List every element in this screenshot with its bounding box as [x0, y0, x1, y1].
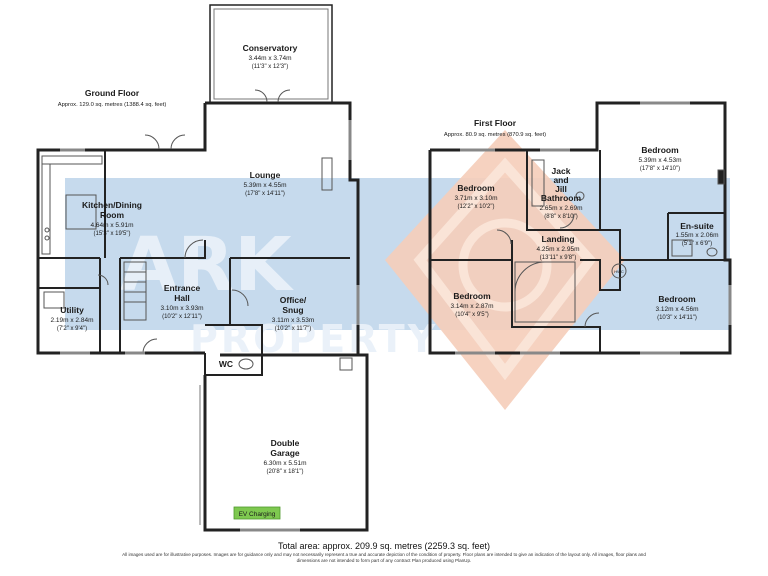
first-floor-fixtures — [496, 159, 725, 328]
room-name-landing: Landing — [541, 234, 574, 244]
room-name-utility: Utility — [60, 305, 84, 315]
ev-charging-label: EV Charging — [239, 511, 276, 518]
room-name-office-2: Snug — [282, 305, 303, 315]
room-metric-entrance: 3.10m x 3.93m — [161, 305, 204, 312]
watermark-diamond-logo — [385, 130, 625, 410]
room-metric-bedroom-nw: 3.71m x 3.10m — [455, 195, 498, 202]
room-name-garage-2: Garage — [270, 448, 300, 458]
ground-floor-area: Approx. 129.0 sq. metres (1388.4 sq. fee… — [58, 102, 167, 108]
room-metric-landing: 4.25m x 2.95m — [537, 246, 580, 253]
room-metric-bedroom-sw: 3.14m x 2.87m — [451, 303, 494, 310]
room-name-bathroom-4: Bathroom — [541, 193, 582, 203]
room-name-conservatory: Conservatory — [243, 43, 298, 53]
room-imperial-office: (10'2" x 11'7") — [275, 326, 311, 332]
room-imperial-entrance: (10'2" x 12'11") — [162, 314, 202, 320]
room-imperial-bathroom: (8'8" x 8'10") — [544, 214, 578, 220]
first-floor-area: Approx. 80.9 sq. metres (870.9 sq. feet) — [444, 132, 546, 138]
first-floor-windows — [455, 101, 732, 355]
ground-floor-walls — [36, 4, 369, 532]
room-name-bedroom-nw: Bedroom — [457, 183, 495, 193]
room-metric-kitchen: 4.64m x 5.91m — [91, 222, 134, 229]
first-floor-title: First Floor — [474, 118, 517, 128]
room-imperial-bedroom-ne: (17'8" x 14'10") — [640, 166, 680, 172]
room-imperial-bedroom-nw: (12'2" x 10'2") — [458, 204, 495, 210]
room-name-bathroom-1: Jack — [552, 166, 571, 176]
room-metric-garage: 6.30m x 5.51m — [264, 460, 307, 467]
room-imperial-ensuite: (5'1" x 6'9") — [682, 241, 712, 247]
room-metric-bedroom-se: 3.12m x 4.56m — [656, 306, 699, 313]
room-name-wc: WC — [219, 359, 233, 369]
room-name-lounge: Lounge — [250, 170, 281, 180]
room-metric-lounge: 5.39m x 4.55m — [244, 182, 287, 189]
room-name-bedroom-se: Bedroom — [658, 294, 696, 304]
ground-floor-windows — [60, 120, 360, 532]
room-imperial-conservatory: (11'3" x 12'3") — [252, 64, 288, 70]
room-metric-conservatory: 3.44m x 3.74m — [249, 55, 292, 62]
room-metric-bathroom: 2.65m x 2.69m — [540, 205, 583, 212]
room-imperial-garage: (20'8" x 18'1") — [267, 469, 304, 475]
room-name-bathroom-3: Jill — [555, 184, 567, 194]
room-name-entrance-2: Hall — [174, 293, 190, 303]
disclaimer: All images used are for illustrative pur… — [122, 552, 646, 563]
room-name-ensuite: En-suite — [680, 221, 714, 231]
room-name-kitchen-2: Room — [100, 210, 125, 220]
room-metric-bedroom-ne: 5.39m x 4.53m — [639, 157, 682, 164]
room-metric-utility: 2.19m x 2.84m — [51, 317, 94, 324]
room-imperial-bedroom-sw: (10'4" x 9'5") — [455, 312, 489, 318]
room-name-bedroom-sw: Bedroom — [453, 291, 491, 301]
room-imperial-lounge: (17'8" x 14'11") — [245, 191, 285, 197]
room-imperial-kitchen: (15'3" x 19'5") — [94, 231, 131, 237]
ground-floor-title: Ground Floor — [85, 88, 140, 98]
ground-floor-fixtures — [41, 89, 353, 371]
room-name-office-1: Office/ — [280, 295, 307, 305]
room-name-garage-1: Double — [271, 438, 300, 448]
watermark: ARK PROPERTY — [65, 130, 730, 410]
room-imperial-bedroom-se: (10'3" x 14'11") — [657, 315, 697, 321]
room-name-entrance-1: Entrance — [164, 283, 201, 293]
room-imperial-utility: (7'2" x 9'4") — [57, 326, 87, 332]
room-metric-office: 3.11m x 3.53m — [272, 317, 315, 324]
room-name-bathroom-2: and — [553, 175, 568, 185]
total-area: Total area: approx. 209.9 sq. metres (22… — [277, 541, 491, 551]
watermark-brand: ARK — [120, 222, 294, 308]
room-name-bedroom-ne: Bedroom — [641, 145, 679, 155]
ev-charging-badge — [233, 506, 281, 520]
room-name-kitchen-1: Kitchen/Dining — [82, 200, 142, 210]
room-name-cupboard: HWC — [614, 269, 624, 274]
room-metric-ensuite: 1.55m x 2.06m — [676, 232, 719, 239]
room-imperial-landing: (13'11" x 9'8") — [540, 255, 576, 261]
